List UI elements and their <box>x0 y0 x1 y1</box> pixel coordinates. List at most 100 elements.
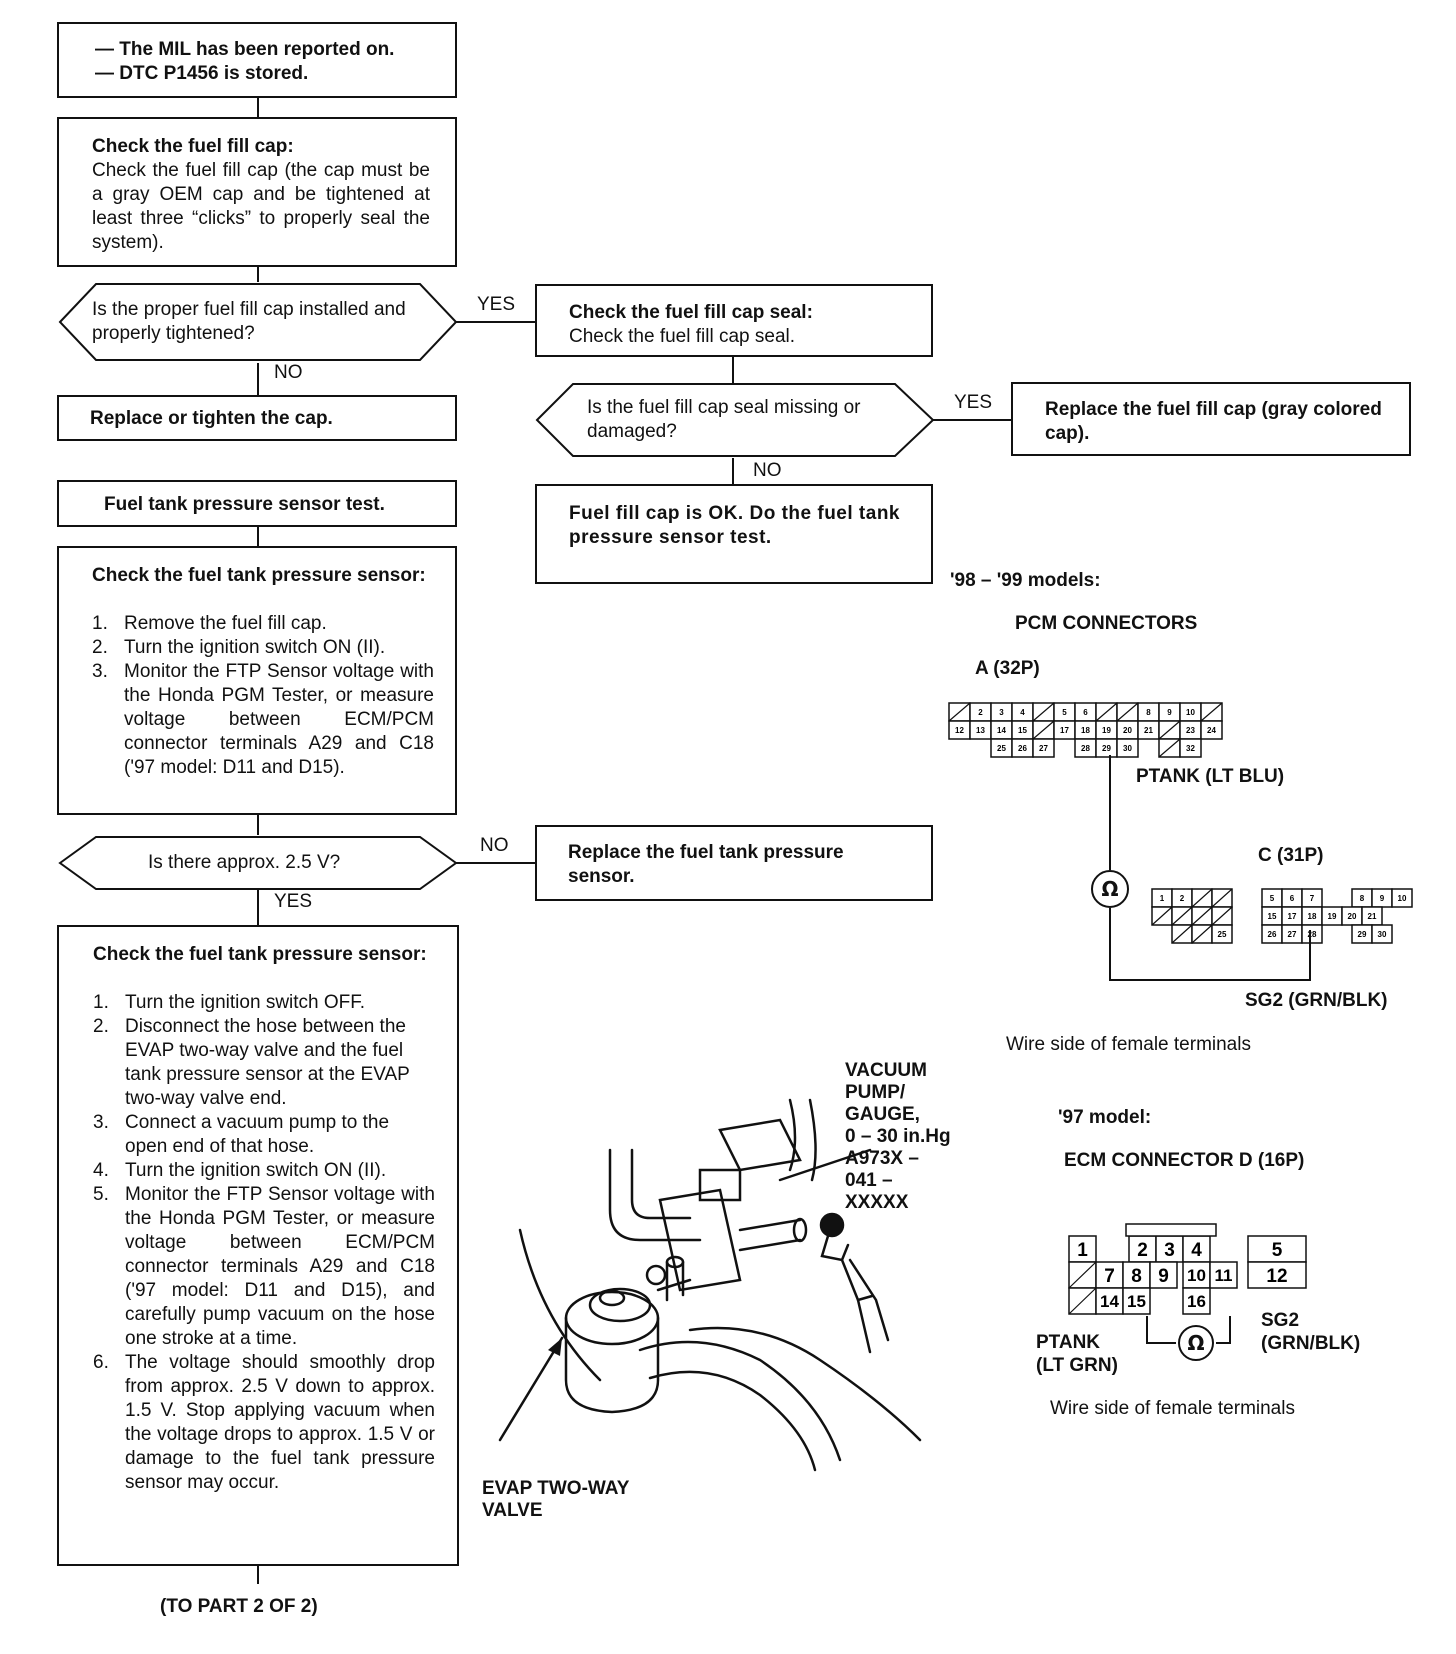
ecm-ptank-wire <box>1146 1316 1176 1344</box>
connector-cavity <box>1247 1261 1307 1289</box>
pcm-sg2-label: SG2 (GRN/BLK) <box>1245 990 1388 1011</box>
terminal-number: 1 <box>1160 894 1165 903</box>
decision-seal-shape <box>535 383 935 457</box>
empty-cavity-slash <box>1032 720 1055 740</box>
check-seal-title: Check the fuel fill cap seal: <box>569 302 813 323</box>
check-sensor2-box: Check the fuel tank pressure sensor: 1.T… <box>57 925 459 1566</box>
empty-cavity-slash <box>1095 702 1118 722</box>
check-sensor2-title: Check the fuel tank pressure sensor: <box>93 944 427 965</box>
decision-cap-shape <box>58 283 458 361</box>
terminal-number: 12 <box>1266 1266 1287 1287</box>
terminal-number: 7 <box>1104 1266 1115 1287</box>
connector-cavity <box>1068 1235 1097 1263</box>
valve-label-line: EVAP TWO-WAY <box>482 1478 630 1499</box>
pcm-title: PCM CONNECTORS <box>1015 613 1198 634</box>
terminal-number: 15 <box>1127 1292 1146 1311</box>
vacuum-label-line: 0 – 30 in.Hg <box>845 1126 951 1147</box>
ecm-sg2-color: (GRN/BLK) <box>1261 1333 1361 1354</box>
yes-label-3: YES <box>274 891 313 912</box>
terminal-number: 21 <box>1144 726 1153 735</box>
vacuum-label-line: VACUUM <box>845 1060 927 1081</box>
pcm-conn-a-label: A (32P) <box>975 658 1040 679</box>
terminal-number: 6 <box>1083 708 1088 717</box>
terminal-number: 7 <box>1310 894 1315 903</box>
step-item: 3.Monitor the FTP Sensor voltage with th… <box>92 661 434 778</box>
yes-label-2: YES <box>954 392 993 413</box>
terminal-number: 8 <box>1360 894 1365 903</box>
terminal-number: 8 <box>1146 708 1151 717</box>
empty-cavity-slash <box>1211 906 1233 926</box>
terminal-number: 9 <box>1167 708 1172 717</box>
step-item: 1.Turn the ignition switch OFF. <box>93 992 366 1013</box>
to-part-2-label: (TO PART 2 OF 2) <box>160 1596 318 1617</box>
empty-cavity-slash <box>1191 906 1213 926</box>
terminal-number: 19 <box>1328 912 1337 921</box>
check-seal-box: Check the fuel fill cap seal: Check the … <box>535 284 933 357</box>
step-item: 6.The voltage should smoothly drop from … <box>93 1352 435 1493</box>
start-line-2: — DTC P1456 is stored. <box>95 63 309 84</box>
connector-cavity <box>1391 888 1413 908</box>
terminal-number: 26 <box>1268 930 1277 939</box>
start-box: — The MIL has been reported on. — DTC P1… <box>57 22 457 98</box>
check-sensor1-steps: 1.Remove the fuel fill cap. 2.Turn the i… <box>92 612 434 780</box>
vacuum-pump-label: VACUUM PUMP/ GAUGE, 0 – 30 in.Hg A973X –… <box>845 1060 985 1214</box>
terminal-number: 8 <box>1131 1266 1142 1287</box>
ecm-wire-side-label: Wire side of female terminals <box>1050 1398 1295 1419</box>
empty-cavity-slash <box>1158 738 1181 758</box>
terminal-number: 26 <box>1018 744 1027 753</box>
empty-cavity-slash <box>1158 720 1181 740</box>
terminal-number: 9 <box>1158 1266 1169 1287</box>
terminal-number: 24 <box>1207 726 1216 735</box>
terminal-number: 4 <box>1020 708 1025 717</box>
terminal-number: 20 <box>1123 726 1132 735</box>
empty-cavity-slash <box>1211 888 1233 908</box>
vacuum-label-line: GAUGE, <box>845 1104 920 1125</box>
no-label-1: NO <box>274 362 303 383</box>
terminal-number: 25 <box>997 744 1006 753</box>
terminal-number: 18 <box>1308 912 1317 921</box>
ecm-ptank-color: (LT GRN) <box>1036 1355 1118 1376</box>
terminal-number: 3 <box>1164 1240 1175 1261</box>
terminal-number: 14 <box>1100 1292 1119 1311</box>
terminal-number: 20 <box>1348 912 1357 921</box>
vacuum-label-line: A973X – <box>845 1148 919 1169</box>
ecm-ohmmeter <box>1178 1325 1214 1361</box>
terminal-number: 27 <box>1288 930 1297 939</box>
empty-cavity-slash <box>1200 702 1223 722</box>
ftp-test-box: Fuel tank pressure sensor test. <box>57 480 457 527</box>
ecm-ohm-symbol: Ω <box>1187 1331 1204 1355</box>
check-cap-title: Check the fuel fill cap: <box>92 136 294 157</box>
terminal-number: 6 <box>1290 894 1295 903</box>
check-sensor1-box: Check the fuel tank pressure sensor: 1.R… <box>57 546 457 815</box>
replace-cap-text: Replace or tighten the cap. <box>90 408 333 429</box>
vacuum-label-line: XXXXX <box>845 1192 909 1213</box>
empty-cavity-slash <box>1116 702 1139 722</box>
terminal-number: 11 <box>1215 1266 1233 1285</box>
terminal-number: 10 <box>1398 894 1407 903</box>
connector-cavity <box>1182 1287 1211 1315</box>
terminal-number: 18 <box>1081 726 1090 735</box>
terminal-number: 19 <box>1102 726 1111 735</box>
pcm-ptank-label: PTANK (LT BLU) <box>1136 766 1285 787</box>
connector-cavity <box>1032 738 1055 758</box>
connector-cavity <box>1116 738 1139 758</box>
connector-cavity <box>1182 1261 1211 1289</box>
empty-cavity-slash <box>1171 906 1193 926</box>
terminal-number: 25 <box>1218 930 1227 939</box>
connector-cavity <box>1179 738 1202 758</box>
empty-cavity-slash <box>1171 924 1193 944</box>
vacuum-label-line: 041 – <box>845 1170 893 1191</box>
connector-cavity <box>1200 720 1223 740</box>
terminal-number: 4 <box>1191 1240 1202 1261</box>
replace-fill-cap-text: Replace the fuel fill cap (gray colored … <box>1045 399 1382 444</box>
cap-ok-text: Fuel fill cap is OK. Do the fuel tank pr… <box>569 503 900 548</box>
connector-lock-tab <box>1125 1223 1217 1237</box>
vacuum-label-line: PUMP/ <box>845 1082 906 1103</box>
terminal-number: 23 <box>1186 726 1195 735</box>
no-label-2: NO <box>753 460 782 481</box>
